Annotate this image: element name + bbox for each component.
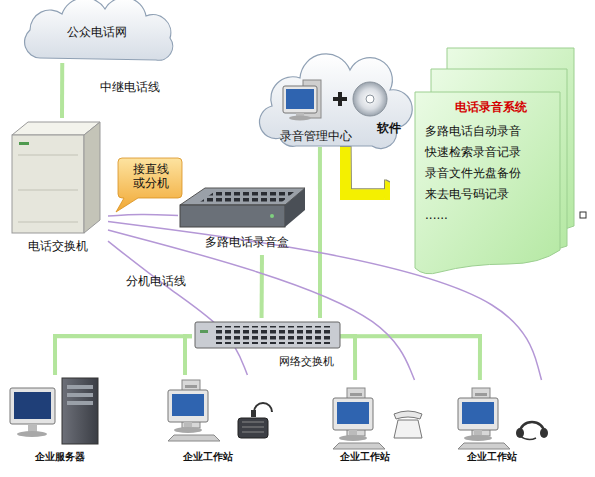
connector-line [108, 241, 247, 375]
line-label: 中继电话线 [100, 80, 172, 94]
management-computer [289, 116, 311, 121]
node-text: ...... [425, 205, 560, 226]
workstation-2 [394, 411, 422, 419]
node-text: 企业工作站 [310, 451, 420, 463]
node-text: 多路电话自动录音 [425, 121, 560, 142]
recording-box-device [200, 192, 294, 202]
enterprise-server [28, 424, 37, 432]
workstation-1 [254, 403, 272, 412]
node-text: 来去电号码记录 [425, 184, 560, 205]
node-text: 录音文件光盘备份 [425, 163, 560, 184]
workstation-3 [540, 428, 548, 438]
software-disc [353, 82, 387, 116]
connector-line [55, 336, 192, 375]
node-text: 企业服务器 [5, 451, 115, 463]
workstation-3 [520, 436, 536, 440]
management-computer [286, 89, 314, 109]
enterprise-server [10, 378, 98, 444]
connector-line [340, 336, 355, 380]
node-text: 电话录音系统 [455, 97, 560, 118]
connector-line [260, 255, 264, 318]
enterprise-server [10, 388, 55, 424]
node-text: 快速检索录音记录 [425, 142, 560, 163]
enterprise-server [67, 385, 93, 389]
workstation-3 [520, 422, 544, 432]
telephone-exchange-cabinet [18, 190, 78, 191]
telephone-exchange-cabinet [19, 142, 29, 145]
enterprise-server [67, 393, 93, 397]
connector-line [318, 147, 322, 318]
enterprise-server [14, 392, 51, 419]
feature-panel: 电话录音系统多路电话自动录音快速检索录音记录录音文件光盘备份来去电号码记录...… [415, 92, 560, 267]
orange-callout-bubble [116, 158, 182, 212]
node-text: 企业工作站 [155, 451, 260, 463]
management-computer [283, 86, 317, 113]
telephone-exchange-cabinet [18, 155, 78, 156]
recording-box-device [180, 188, 305, 227]
network-switch-device [200, 330, 208, 333]
connector-line [185, 336, 192, 375]
enterprise-server [17, 431, 47, 437]
software-disc [353, 82, 387, 116]
computer-node: 企业工作站 [310, 380, 420, 467]
computer-node: 企业工作站 [437, 380, 547, 467]
recording-box-device [180, 188, 305, 205]
management-computer [283, 80, 321, 121]
workstation-3 [458, 388, 510, 449]
workstation-1 [168, 380, 220, 441]
node-text: 电话交换机 [8, 239, 108, 253]
plus-symbol [333, 92, 347, 106]
workstation-1 [242, 422, 264, 432]
connector-line [108, 230, 415, 380]
small-square-mark [580, 212, 586, 218]
workstation-1 [251, 410, 256, 417]
workstation-1 [238, 418, 268, 438]
connector-line [340, 336, 480, 380]
software-label: 软件 [377, 121, 401, 135]
enterprise-server [67, 401, 93, 405]
cloud-shape [260, 54, 413, 149]
orange-callout-bubble [116, 158, 182, 212]
software-disc [366, 95, 374, 103]
report-pages [415, 48, 574, 274]
workstation-2 [333, 388, 422, 449]
node-text: 多路电话录音盒 [188, 235, 306, 249]
cloud-shape [260, 54, 413, 149]
small-square-mark [580, 212, 586, 218]
telephone-exchange-cabinet [12, 135, 84, 233]
plus-symbol [333, 92, 347, 106]
workstation-2 [394, 420, 422, 438]
recording-box-device [285, 188, 305, 227]
line-label: 接直线 或分机 [127, 162, 175, 191]
connector-line [345, 147, 385, 195]
workstation-2 [333, 388, 385, 449]
report-pages [415, 92, 560, 274]
recording-box-device [180, 205, 285, 227]
recording-box-device [270, 214, 274, 218]
telephone-exchange-cabinet [12, 122, 100, 233]
cloud-node: 公众电话网 [18, 5, 176, 63]
telephone-exchange-cabinet [18, 222, 78, 223]
connector-line [60, 63, 64, 118]
telephone-exchange-cabinet [84, 122, 100, 233]
workstation-1 [168, 380, 272, 441]
node-text: 企业工作站 [437, 451, 547, 463]
enterprise-server [62, 378, 98, 444]
network-switch-device [195, 322, 340, 348]
node-text: 网络交换机 [192, 355, 334, 368]
computer-node: 企业工作站 [155, 375, 260, 467]
switch-node: 网络交换机 [192, 318, 340, 370]
computer-node: 企业服务器 [5, 375, 115, 467]
workstation-3 [458, 388, 548, 449]
node-text: 公众电话网 [18, 25, 176, 39]
connector-line [108, 215, 178, 216]
network-switch-device [214, 326, 331, 344]
line-label: 分机电话线 [126, 274, 198, 288]
exchange-node: 电话交换机 [8, 118, 108, 258]
network-switch-device [195, 322, 340, 348]
recorder-node: 多路电话录音盒 [178, 183, 306, 255]
